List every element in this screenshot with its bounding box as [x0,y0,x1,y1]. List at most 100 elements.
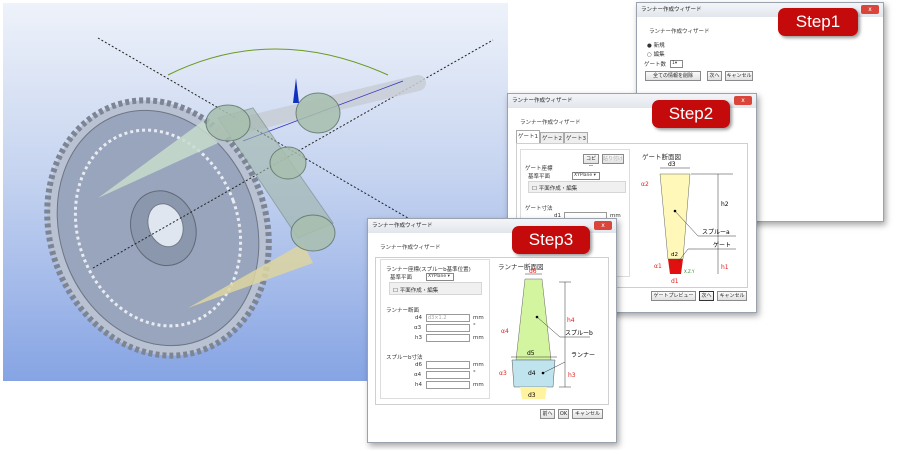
gate-cone [98,121,218,198]
radio-label: 編集 [653,52,665,58]
wizard-heading: ランナー作成ウィザード [520,120,581,126]
diagram-title: ランナー断面図 [498,263,544,271]
plane-edit-checkbox[interactable]: ☐ 平面作成・編集 [393,288,439,294]
gate-count-select[interactable]: 1▾ [670,60,683,68]
h1-label: h1 [721,264,729,271]
a3-input[interactable] [426,324,470,332]
d6-input[interactable] [426,361,470,369]
runner-label: ランナー [571,352,595,359]
axis-indicator-label: X.Z.Y [684,269,695,274]
a4-input[interactable] [426,371,470,379]
d4-diagram-label: d4 [528,370,536,377]
d3-diagram-label: d3 [528,392,536,399]
next-button[interactable]: 次へ [707,71,722,81]
axis-line [92,39,494,269]
gate-shape [668,259,683,274]
d1-label: d1 [554,213,561,219]
back-button[interactable]: 前へ [540,409,555,419]
d4-input[interactable]: d3×1.2 [426,314,470,322]
step3-dialog: ランナー作成ウィザード x ランナー作成ウィザード ランナー座標(スプルーb基準… [367,218,617,443]
unit-label: mm [610,213,621,219]
d2-label: d2 [671,252,678,258]
next-button[interactable]: 次へ [699,291,714,301]
copy-button[interactable]: コピー [583,154,599,170]
unit-label: ° [473,370,476,376]
gate-preview-button[interactable]: ゲートプレビュー [651,291,696,301]
wizard-heading: ランナー作成ウィザード [649,29,710,35]
base-plane-select[interactable]: XYPlane ▾ [426,273,454,281]
tab-gate3[interactable]: ゲート3 [564,132,588,145]
radio-label: 新規 [653,43,665,49]
unit-label: mm [473,382,484,388]
checkbox-label: 平面作成・編集 [538,186,578,192]
h2-label: h2 [721,201,729,208]
wizard-heading: ランナー作成ウィザード [380,245,441,251]
step3-badge: Step3 [512,226,590,254]
cad-3d-viewport[interactable] [3,3,508,381]
d1-diagram-label: d1 [671,278,679,285]
h3-label: h3 [415,335,422,341]
runner-shape [511,359,556,388]
tab-gate2[interactable]: ゲート2 [540,132,564,145]
close-button[interactable]: x [734,96,752,105]
base-plane-select[interactable]: XYPlane ▾ [572,172,600,180]
runner-section-label: ランナー断面 [386,308,420,314]
gate-label: ゲート [713,241,731,249]
sprue-b-label: スプルーb [565,330,593,337]
gate-count-label: ゲート数 [644,62,667,68]
plane-edit-group [389,282,482,295]
cancel-button[interactable]: キャンセル [572,409,603,419]
select-value: XYPlane [574,173,593,178]
gate-cone [188,243,313,308]
gear-bore [147,203,184,248]
radio-new[interactable]: ● 新規 [647,43,665,49]
a4-diagram-label: α4 [501,328,509,335]
a2-label: α2 [641,181,649,188]
unit-label: ° [473,323,476,329]
runner-coord-label: ランナー座標(スプルーb基準位置) [386,267,471,273]
axis-line [97,37,414,222]
gate-section-diagram: d3 α2 h2 スプルーa d2 ゲート α1 h1 d1 X.Z.Y [641,161,736,285]
a1-label: α1 [654,263,662,270]
ok-button[interactable]: OK [558,409,569,419]
a4-label: α4 [414,372,422,378]
cancel-button[interactable]: キャンセル [717,291,747,301]
gate-coord-label: ゲート座標 [525,166,553,172]
checkbox-label: 平面作成・編集 [399,288,439,294]
rotation-arc [167,48,389,76]
runner-section-diagram: d6 h4 α4 スプルーb d5 ランナー α3 d4 h3 d3 [499,268,595,399]
step1-badge: Step1 [778,8,858,36]
d3-label: d3 [668,161,676,168]
unit-label: mm [473,335,484,341]
base-plane-label: 基準平面 [390,275,413,281]
gear-runner-model [44,37,494,359]
sprue-a-shape [520,387,547,399]
cancel-button[interactable]: キャンセル [725,71,753,81]
sprue-dims-label: スプルーb寸法 [386,355,423,361]
h4-label: h4 [415,382,422,388]
close-button[interactable]: x [594,221,612,230]
diagram-title: ゲート断面図 [642,153,681,161]
radio-edit[interactable]: ○ 編集 [647,52,665,58]
tab-gate1[interactable]: ゲート1 [516,130,540,143]
d5-label: d5 [527,350,535,357]
d4-label: d4 [415,315,422,321]
a3-label: α3 [414,325,422,331]
select-value: XYPlane [428,274,447,279]
delete-all-button[interactable]: 全ての情報を削除 [645,71,701,81]
h4-diagram-label: h4 [567,317,575,324]
close-button[interactable]: x [861,5,879,14]
plane-edit-group [528,181,626,193]
h4-input[interactable] [426,381,470,389]
h3-diagram-label: h3 [568,372,576,379]
h3-input[interactable] [426,334,470,342]
step2-badge: Step2 [652,100,730,128]
sprue-a-label: スプルーa [702,229,730,236]
select-value: 1 [672,61,675,66]
d6-label: d6 [415,362,422,368]
unit-label: mm [473,315,484,321]
gate-dims-label: ゲート寸法 [525,206,553,212]
plane-edit-checkbox[interactable]: ☐ 平面作成・編集 [532,186,578,192]
paste-button[interactable]: 貼り付け [602,154,624,164]
z-axis-arrow [293,78,299,103]
